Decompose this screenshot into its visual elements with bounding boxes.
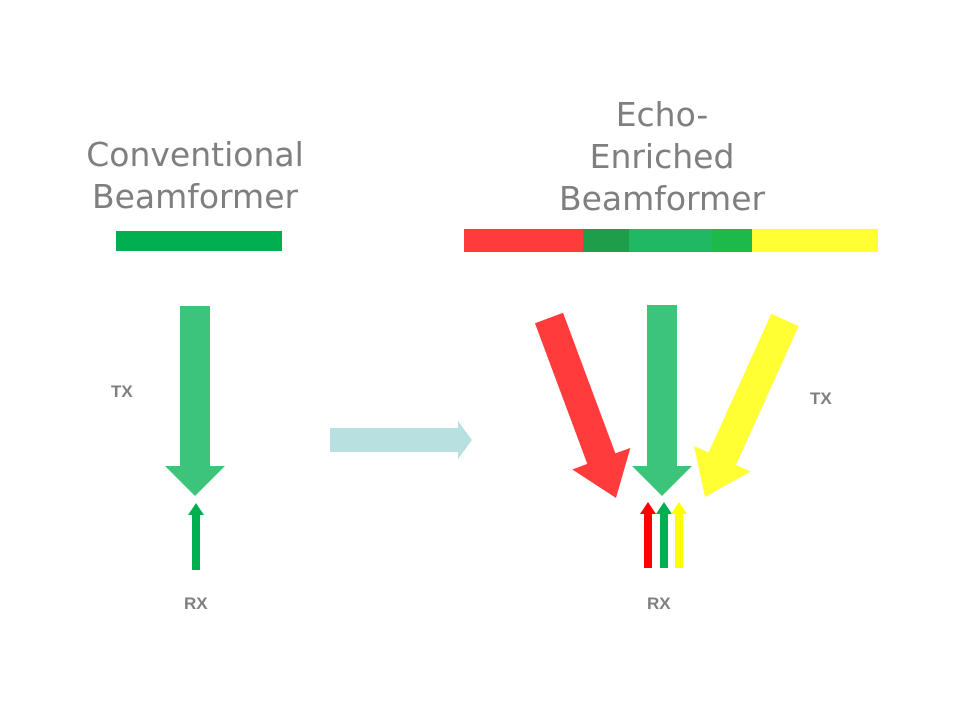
title-line: Echo- <box>615 95 709 134</box>
red-tx-arrow <box>534 312 631 498</box>
green-tx-arrow <box>632 305 692 496</box>
echo-enriched-beam-bar <box>464 229 878 252</box>
conventional-beamformer-title: Conventional Beamformer <box>15 134 375 218</box>
title-line: Conventional <box>86 135 304 174</box>
red-rx-arrow <box>640 502 656 568</box>
echo-enriched-beamformer-title: Echo- Enriched Beamformer <box>482 94 842 220</box>
bar-segment-yellow <box>752 229 878 252</box>
yellow-tx-arrow <box>694 313 799 497</box>
bar-segment-darkgreen <box>583 229 630 252</box>
transition-arrow <box>330 421 472 459</box>
conventional-beam-bar <box>116 231 282 251</box>
left-tx-label: TX <box>111 382 133 401</box>
right-tx-label: TX <box>810 389 832 408</box>
title-line: Beamformer <box>558 179 766 218</box>
bar-segment-red <box>464 229 584 252</box>
bar-segment-green <box>629 229 713 252</box>
left-tx-arrow <box>165 306 225 496</box>
left-rx-arrow <box>188 503 204 570</box>
left-rx-label: RX <box>184 594 208 613</box>
right-rx-label: RX <box>647 594 671 613</box>
title-line: Enriched <box>589 137 735 176</box>
yellow-rx-arrow <box>671 502 687 568</box>
bar-segment-green2 <box>712 229 753 252</box>
green-rx-arrow <box>656 502 672 568</box>
title-line: Beamformer <box>91 177 299 216</box>
